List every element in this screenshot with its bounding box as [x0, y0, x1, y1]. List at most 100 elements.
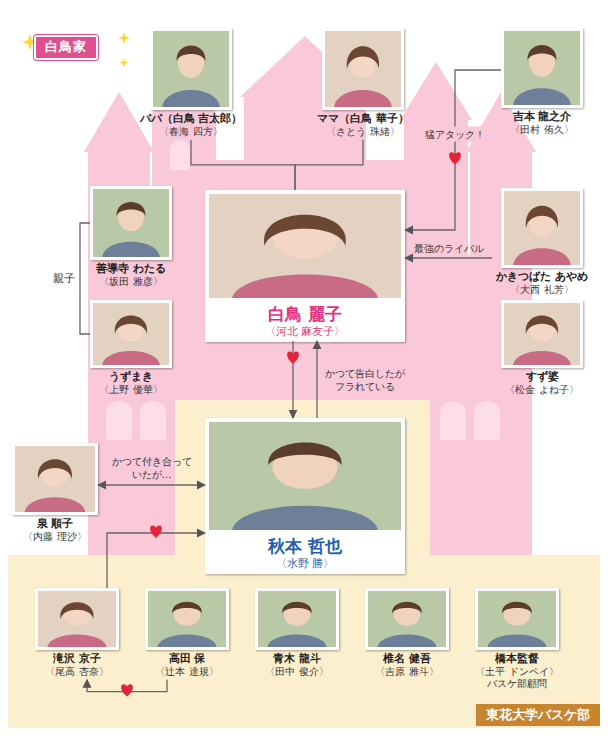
character-name: かきつばた あやめ	[496, 270, 588, 284]
portrait-photo	[258, 591, 336, 647]
castle-window	[440, 401, 466, 440]
character-name: 橋本監督	[495, 652, 539, 666]
character-box: 高田 保〈辻本 達規〉	[145, 588, 229, 680]
group-badge: 東花大学バスケ部	[476, 704, 600, 726]
character-box: 青木 龍斗〈田中 俊介〉	[255, 588, 339, 680]
portrait-photo	[15, 446, 95, 512]
character-name: 高田 保	[169, 652, 206, 666]
portrait-photo	[38, 591, 116, 647]
character-name: 泉 順子	[37, 517, 74, 531]
photo-frame	[205, 418, 405, 574]
portrait-photo	[504, 31, 580, 105]
edge-label-box: かつて告白したがフラれている	[324, 367, 406, 393]
castle-roof	[400, 62, 472, 120]
character-box: 滝沢 京子〈尾高 杏奈〉	[35, 588, 119, 680]
sparkle	[118, 32, 130, 44]
edge-label-box: 最強のライバル	[414, 242, 484, 255]
photo-frame	[501, 188, 583, 268]
photo-frame	[205, 190, 405, 342]
character-box: すず婆〈松金 よね子〉	[501, 300, 583, 398]
photo-frame	[322, 28, 404, 110]
relation-line	[191, 140, 295, 190]
portrait-photo	[209, 194, 401, 298]
photo-frame	[365, 588, 449, 650]
photo-frame	[145, 588, 229, 650]
photo-frame	[501, 28, 583, 108]
actor-name: 〈田村 侑久〉	[510, 124, 573, 136]
portrait-photo	[93, 303, 169, 365]
character-box: かきつばた あやめ〈大西 礼芳〉	[492, 188, 592, 298]
portrait-photo	[148, 591, 226, 647]
sparkles	[22, 32, 130, 68]
actor-name: 〈春海 四方〉	[159, 126, 222, 138]
photo-frame	[90, 300, 172, 368]
edge-label-box: 親子	[53, 271, 75, 285]
relation-line	[316, 341, 317, 418]
edge-label-box: 猛アタック！	[423, 127, 487, 142]
portrait-photo	[368, 591, 446, 647]
character-name: 青木 龍斗	[273, 652, 321, 666]
character-name: ママ（白鳥 華子）	[317, 112, 409, 126]
character-box: 泉 順子〈内藤 理沙〉	[12, 443, 98, 545]
edge-label-box: かつて付き合っていたが…	[111, 455, 193, 481]
photos	[15, 31, 580, 647]
character-box: 善導寺 わたる〈坂田 雅彦〉	[90, 186, 172, 290]
club-band: 東花大学バスケ部秋本 哲也〈水野 勝〉滝沢 京子〈尾高 杏奈〉高田 保〈辻本 達…	[8, 400, 600, 728]
character-box: パパ（白鳥 吉太郎）〈春海 四方〉	[136, 28, 247, 140]
character-name: 吉本 龍之介	[513, 110, 572, 124]
edge-label: 最強のライバル	[414, 242, 484, 255]
character-box: 秋本 哲也〈水野 勝〉	[205, 418, 405, 573]
actor-name: 〈尾高 杏奈〉	[45, 666, 108, 678]
heart-symbol	[287, 352, 299, 364]
character-name: 白鳥 麗子	[268, 304, 342, 325]
relation-line	[405, 257, 492, 258]
character-box: うずまき〈上野 優華〉	[90, 300, 172, 398]
castle-window	[474, 401, 500, 440]
castle-body	[84, 36, 536, 560]
band-fill	[8, 400, 600, 728]
photo-frame	[12, 443, 98, 515]
actor-name: 〈吉原 雅斗〉	[375, 666, 438, 678]
actor-name: 〈田中 俊介〉	[265, 666, 328, 678]
photo-frame	[90, 186, 172, 260]
photo-frame	[501, 300, 583, 368]
heart-symbol	[449, 152, 461, 164]
relation-line	[80, 223, 90, 334]
actor-name: 〈内藤 理沙〉	[23, 531, 86, 543]
relation-line	[405, 70, 501, 230]
portrait-photo	[504, 191, 580, 265]
actor-name: 〈水野 勝〉	[276, 557, 335, 571]
castle-window	[106, 401, 132, 440]
actor-name: 〈土平 ドンペイ〉	[475, 666, 558, 678]
actor-name: 〈松金 よね子〉	[505, 384, 578, 396]
family-badge: 白鳥家	[34, 35, 98, 60]
photo-frame	[35, 588, 119, 650]
actor-name: 〈さとう 珠緒〉	[326, 126, 399, 138]
portrait-photo	[209, 422, 401, 530]
actor-name: 〈河北 麻友子〉	[265, 325, 346, 339]
heart-symbol	[150, 526, 162, 538]
edge-label: 猛アタック！	[423, 127, 487, 142]
portrait-photo	[504, 303, 580, 365]
portrait-photo	[93, 189, 169, 257]
relation-line	[295, 140, 363, 190]
photo-frame	[475, 588, 559, 650]
character-box: 吉本 龍之介〈田村 侑久〉	[501, 28, 583, 138]
character-name: 滝沢 京子	[53, 652, 101, 666]
edge-label: かつて告白したがフラれている	[324, 367, 406, 393]
portrait-photo	[325, 31, 401, 107]
relation-line	[98, 484, 205, 485]
character-box: 橋本監督〈土平 ドンペイ〉バスケ部顧問	[471, 588, 563, 692]
relation-line	[292, 341, 293, 418]
edge-label: 親子	[53, 271, 75, 285]
character-name: 善導寺 わたる	[96, 262, 166, 276]
castle-window	[170, 140, 190, 170]
sparkle	[119, 58, 129, 68]
character-name: 秋本 哲也	[268, 536, 342, 557]
character-box: ママ（白鳥 華子）〈さとう 珠緒〉	[313, 28, 413, 140]
character-name: うずまき	[109, 370, 153, 384]
actor-name: 〈辻本 達規〉	[155, 666, 218, 678]
character-name: すず婆	[526, 370, 559, 384]
actor-name: 〈大西 礼芳〉	[510, 284, 573, 296]
